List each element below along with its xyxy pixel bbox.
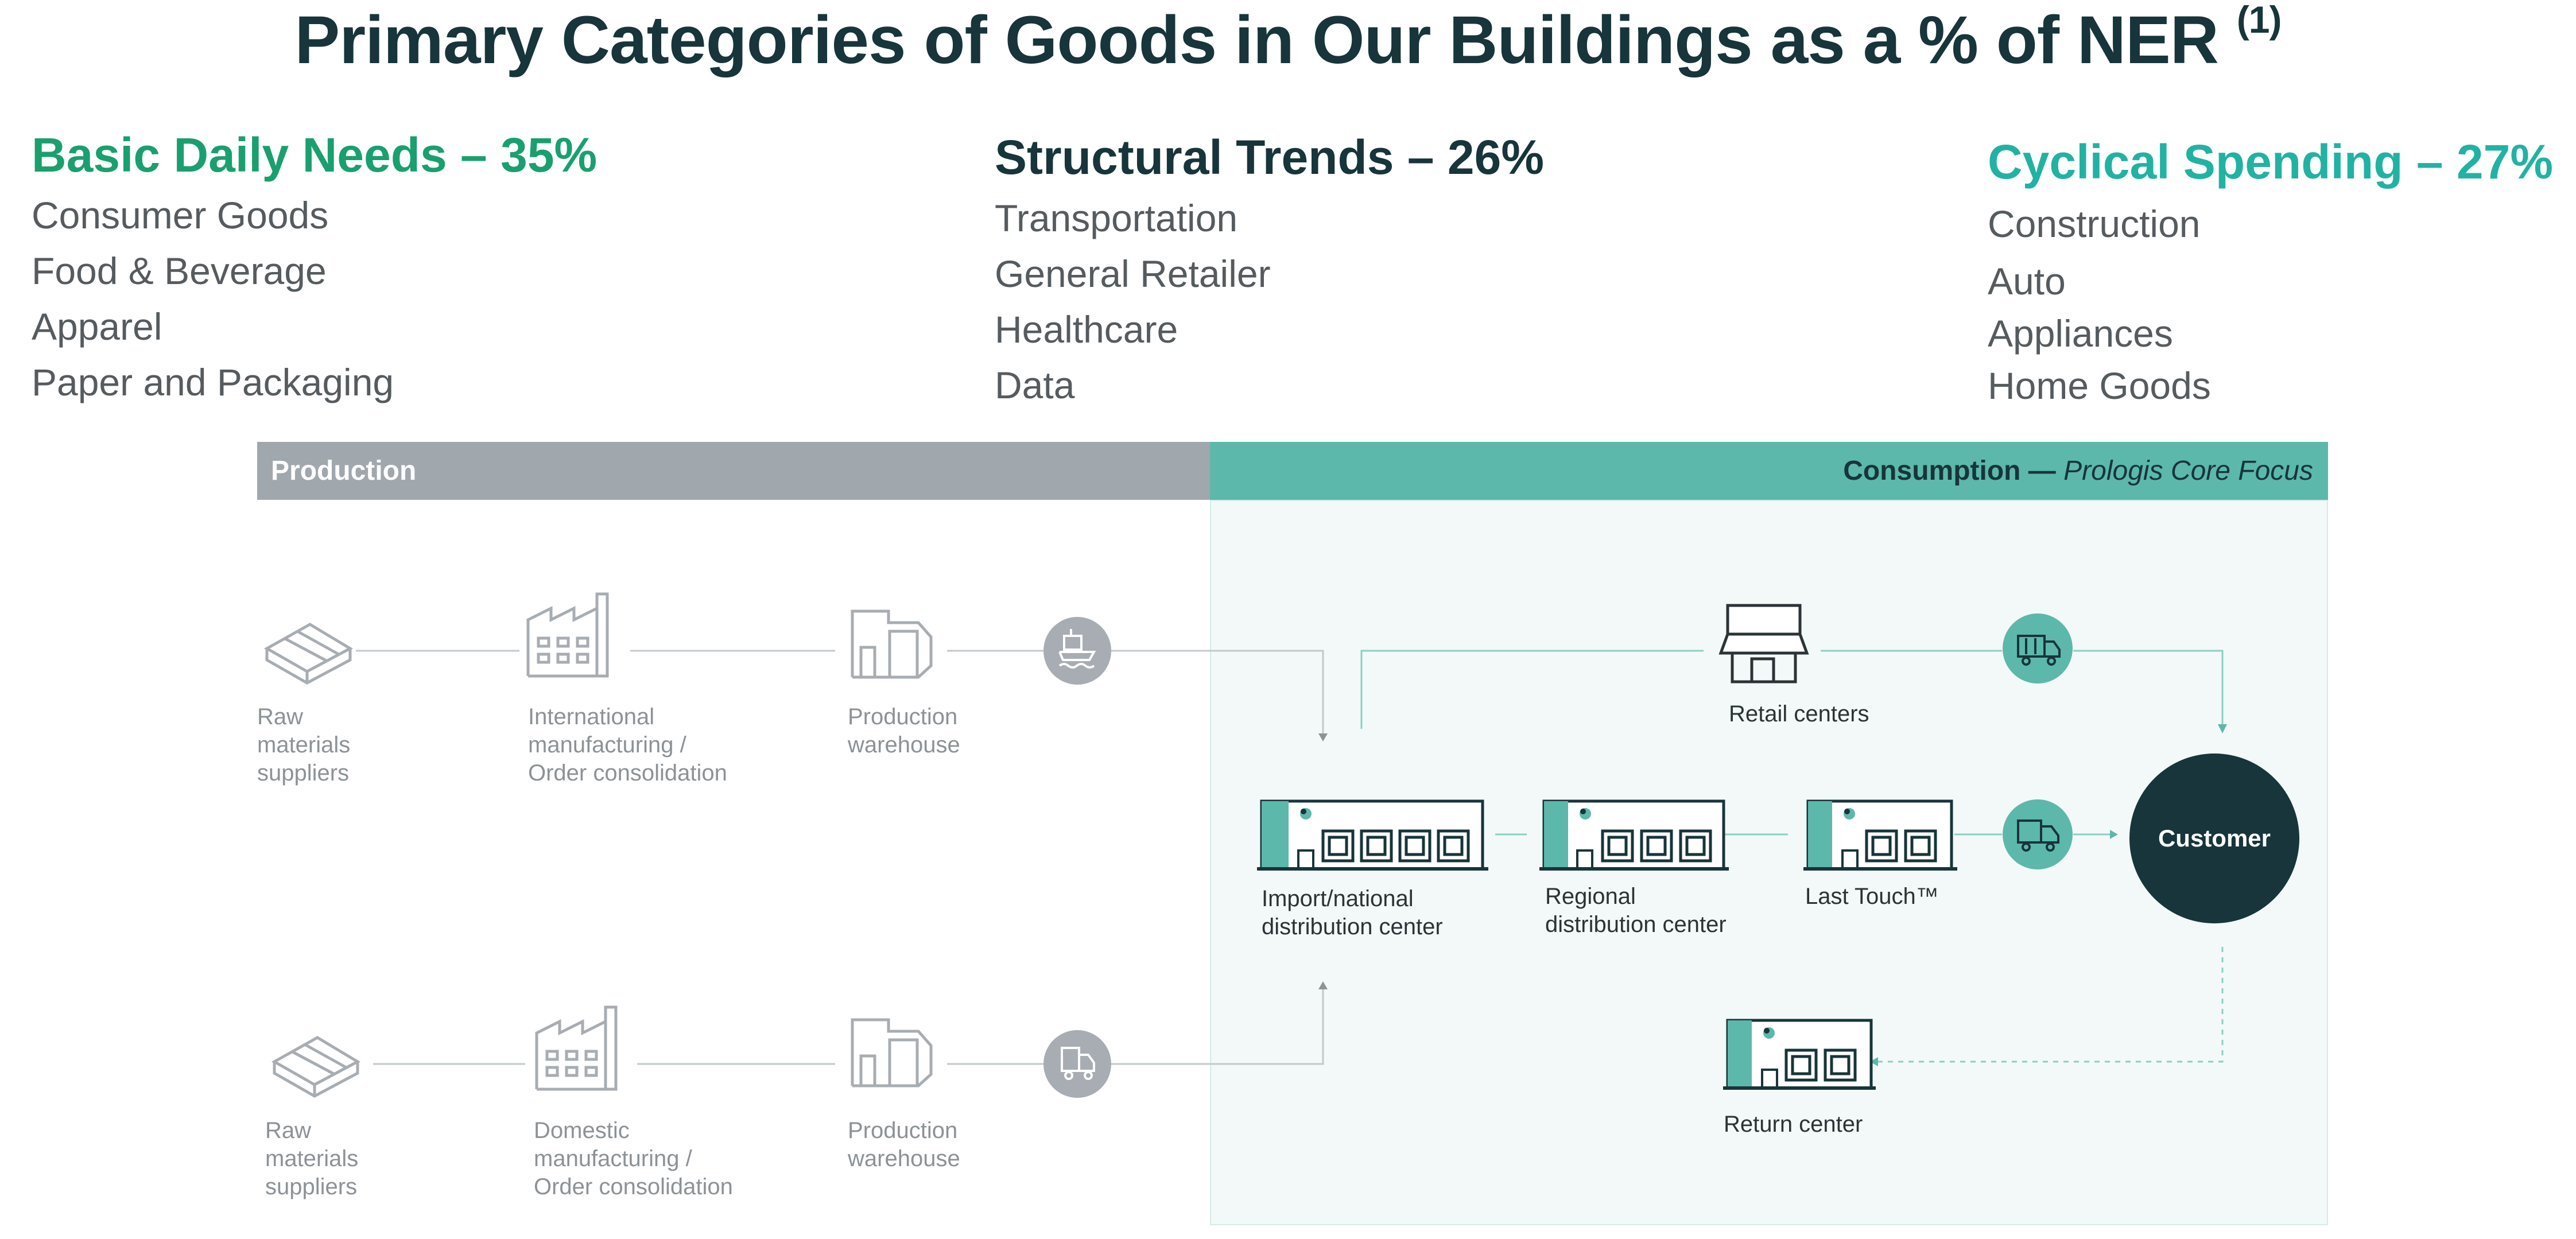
node-label-domestic-manufacturing: Domestic manufacturing / Order consolida… — [534, 1117, 733, 1201]
production-connectors — [356, 650, 1324, 1065]
import-distribution-center-icon — [1257, 799, 1488, 871]
category-structural-trends: Structural Trends – 26% Transportation G… — [995, 130, 1545, 406]
production-warehouse-icon — [851, 1018, 933, 1087]
arrow-to-customer-2 — [2110, 830, 2118, 839]
category-heading: Cyclical Spending – 27% — [1988, 135, 2554, 189]
factory-icon — [526, 592, 609, 678]
retail-store-icon — [1718, 604, 1809, 683]
return-center-label: Return center — [1724, 1112, 1863, 1137]
label-line: materials — [265, 1146, 359, 1171]
production-band-label: Production — [271, 456, 417, 486]
title-footnote: (1) — [2236, 0, 2282, 41]
node-label-production-warehouse-1: Production warehouse — [848, 703, 960, 759]
consumption-label: Consumption — — [1843, 456, 2056, 486]
label-line: suppliers — [257, 760, 350, 786]
category-item: Healthcare — [995, 308, 1178, 351]
retail-centers-label: Retail centers — [1729, 701, 1869, 727]
label-line: suppliers — [265, 1174, 358, 1199]
label-line: manufacturing / — [534, 1146, 692, 1171]
consumption-band-label: Consumption — Prologis Core Focus — [1843, 442, 2313, 500]
category-item: Construction — [1988, 203, 2201, 245]
consumption-connectors — [1360, 650, 2224, 1063]
factory-icon — [535, 1005, 618, 1091]
label-line: materials — [257, 732, 351, 758]
category-item: Transportation — [995, 197, 1238, 239]
import-distribution-center-label: Import/national distribution center — [1262, 885, 1443, 941]
label-line: Regional — [1545, 884, 1636, 909]
customer-circle — [2129, 754, 2299, 923]
label-line: International — [528, 704, 655, 729]
delivery-truck-icon — [2003, 613, 2073, 683]
label-line: warehouse — [848, 732, 960, 758]
label-line: distribution center — [1545, 912, 1727, 937]
label-line: Production — [848, 704, 958, 729]
category-item: Data — [995, 364, 1075, 406]
truck-icon — [1043, 1030, 1111, 1098]
label-line: warehouse — [848, 1146, 960, 1171]
category-item: Consumer Goods — [32, 194, 329, 236]
last-touch-center-icon — [1803, 799, 1957, 871]
return-center-icon — [1723, 1019, 1876, 1090]
core-focus-label: Prologis Core Focus — [2063, 456, 2313, 486]
title-text: Primary Categories of Goods in Our Build… — [294, 2, 2219, 78]
label-line: Order consolidation — [528, 760, 727, 786]
category-item: Paper and Packaging — [32, 361, 394, 403]
category-item: Appliances — [1988, 312, 2173, 355]
warehouse-icon — [271, 1036, 361, 1098]
last-touch-label: Last Touch™ — [1805, 884, 1939, 909]
regional-distribution-center-icon — [1539, 799, 1729, 871]
arrow-up-row2 — [1318, 981, 1328, 989]
arrow-up-row1 — [1318, 733, 1328, 741]
warehouse-icon — [263, 623, 354, 685]
page-title: Primary Categories of Goods in Our Build… — [0, 0, 2576, 79]
category-item: Home Goods — [1988, 364, 2211, 407]
category-item: General Retailer — [995, 253, 1271, 295]
label-line: Raw — [257, 704, 304, 729]
category-item: Food & Beverage — [32, 250, 327, 292]
category-item: Apparel — [32, 305, 162, 348]
consumption-band: Consumption — Prologis Core Focus — [1210, 442, 2328, 500]
node-label-raw-materials-1: Raw materials suppliers — [257, 703, 350, 787]
arrow-to-return — [1870, 1057, 1878, 1066]
category-cyclical-spending: Cyclical Spending – 27% Construction Aut… — [1988, 134, 2554, 407]
label-line: Domestic — [534, 1118, 630, 1143]
arrow-to-customer — [2218, 724, 2227, 733]
label-line: Production — [848, 1118, 958, 1143]
label-line: distribution center — [1262, 914, 1443, 939]
category-heading: Structural Trends – 26% — [995, 130, 1545, 184]
production-band: Production — [257, 442, 1210, 500]
node-label-production-warehouse-2: Production warehouse — [848, 1117, 960, 1173]
label-line: manufacturing / — [528, 732, 686, 758]
label-line: Raw — [265, 1118, 312, 1143]
node-label-international-manufacturing: International manufacturing / Order cons… — [528, 703, 727, 787]
customer-label: Customer — [2158, 825, 2271, 852]
category-item: Auto — [1988, 260, 2066, 302]
production-warehouse-icon — [851, 609, 933, 679]
delivery-van-icon — [2003, 799, 2073, 869]
label-line: Order consolidation — [534, 1174, 733, 1199]
label-line: Import/national — [1262, 886, 1414, 911]
node-label-raw-materials-2: Raw materials suppliers — [265, 1117, 358, 1201]
category-heading: Basic Daily Needs – 35% — [32, 128, 598, 182]
regional-distribution-center-label: Regional distribution center — [1545, 883, 1727, 939]
category-basic-daily-needs: Basic Daily Needs – 35% Consumer Goods F… — [32, 127, 598, 403]
